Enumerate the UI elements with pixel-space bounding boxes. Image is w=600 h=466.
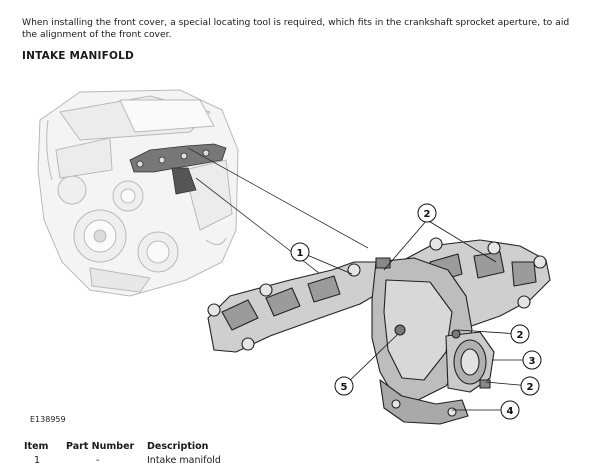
intro-paragraph: When installing the front cover, a speci… — [22, 17, 570, 40]
row-description: Intake manifold — [147, 455, 221, 466]
callout-1: 1 — [290, 242, 310, 262]
callout-2-bottom: 2 — [520, 376, 540, 396]
callout-3: 3 — [522, 350, 542, 370]
engine-manifold-highlight — [129, 143, 227, 195]
svg-text:2: 2 — [527, 382, 534, 393]
row-item: 1 — [34, 455, 41, 466]
callout-4: 4 — [500, 400, 520, 420]
svg-text:5: 5 — [341, 382, 348, 393]
callout-5: 5 — [334, 376, 354, 396]
section-title: INTAKE MANIFOLD — [22, 50, 134, 62]
svg-text:3: 3 — [529, 356, 536, 367]
intake-manifold-illustration: 1 2 2 3 2 4 5 — [37, 89, 551, 425]
header-item: Item — [24, 441, 49, 452]
row-part-number: - — [96, 455, 100, 466]
leader-lines — [187, 147, 369, 281]
svg-text:4: 4 — [507, 406, 514, 417]
engine-drawing — [37, 89, 239, 297]
svg-text:1: 1 — [297, 248, 304, 259]
header-description: Description — [147, 441, 209, 452]
figure-id: E138959 — [30, 415, 66, 424]
svg-text:2: 2 — [517, 330, 524, 341]
header-part-number: Part Number — [66, 441, 135, 452]
callout-2-top: 2 — [417, 203, 437, 223]
svg-text:2: 2 — [424, 209, 431, 220]
intake-manifold-drawing — [207, 237, 551, 425]
callout-2-right: 2 — [510, 324, 530, 344]
